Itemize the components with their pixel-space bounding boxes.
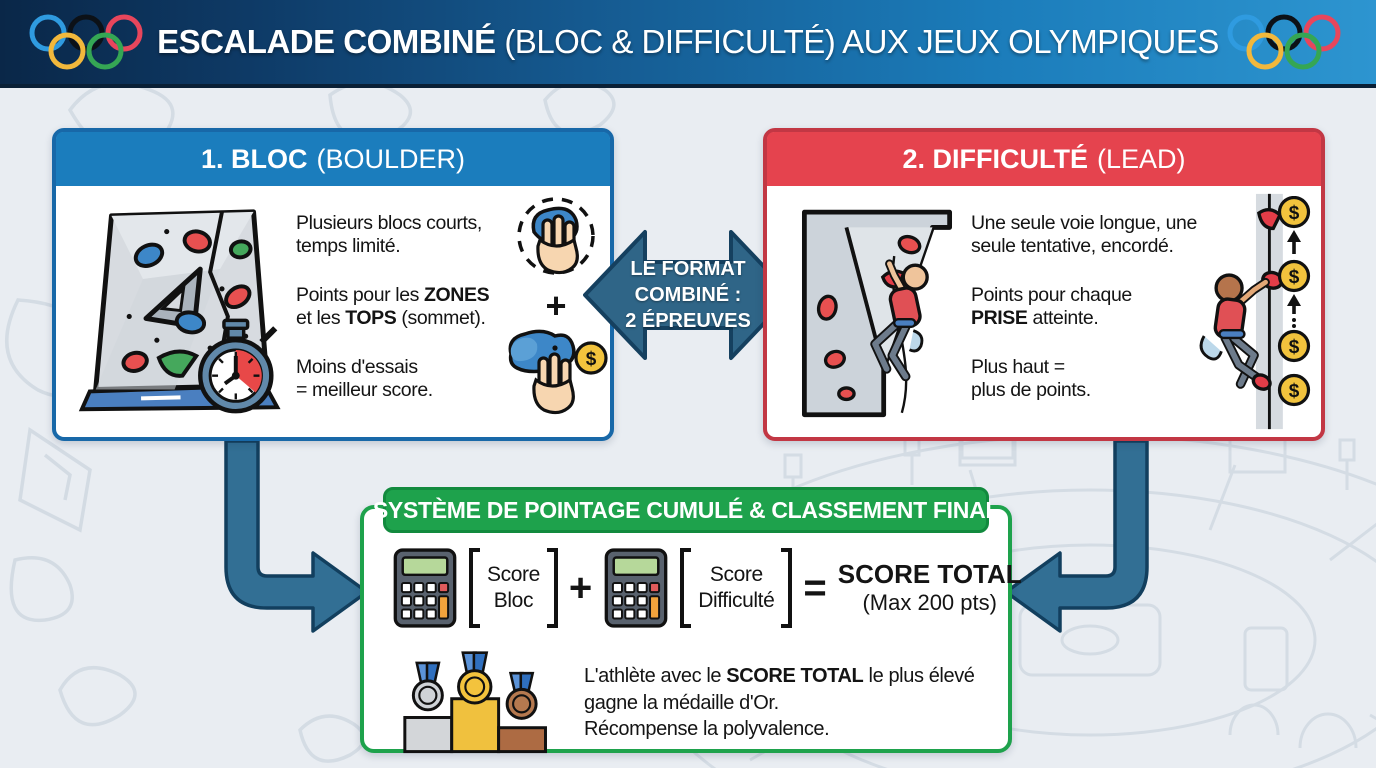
page-title: ESCALADE COMBINÉ (BLOC & DIFFICULTÉ) AUX…	[152, 23, 1224, 61]
svg-text:$: $	[1289, 203, 1300, 224]
dollar-coin-icon: $	[1277, 373, 1311, 407]
plus-sign: +	[545, 285, 567, 326]
svg-text:$: $	[1289, 381, 1300, 402]
calculator-icon	[393, 548, 457, 628]
combined-format-label: LE FORMAT COMBINÉ : 2 ÉPREUVES	[625, 258, 751, 332]
calculator-icon	[604, 548, 668, 628]
score-difficulte-term: Score Difficulté	[680, 548, 793, 628]
climber-figure	[870, 259, 929, 382]
bracket-right	[546, 548, 558, 628]
lead-card-text: Une seule voie longue, une seule tentati…	[971, 212, 1197, 402]
medals-podium-icon	[403, 651, 547, 754]
coins-ladder-icon: $ $ $ $	[1277, 196, 1311, 407]
gold-medal-icon	[457, 651, 493, 705]
lead-point-2: Points pour chaque PRISE atteinte.	[971, 283, 1132, 330]
bloc-point-1: Plusieurs blocs courts, temps limité.	[296, 212, 482, 258]
stopwatch-icon	[198, 318, 278, 414]
arrow-up-dotted-icon	[1287, 294, 1301, 328]
lead-point-3: Plus haut = plus de points.	[971, 355, 1091, 401]
rope-climber-icon	[1199, 193, 1284, 430]
lead-to-score-arrow	[1004, 441, 1149, 633]
equals-sign: =	[803, 566, 827, 610]
lead-card: 2. DIFFICULTÉ (LEAD)	[763, 128, 1325, 441]
bloc-card-text: Plusieurs blocs courts, temps limité. Po…	[296, 212, 490, 402]
olympic-rings-icon	[29, 14, 143, 70]
hand-zone-hold-icon	[517, 197, 595, 275]
bloc-card-title-number: 1. BLOC	[200, 143, 308, 174]
lead-wall-climber-icon	[801, 209, 953, 418]
lead-card-title: 2. DIFFICULTÉ (LEAD)	[767, 132, 1321, 186]
svg-text:$: $	[586, 349, 597, 370]
bloc-card-body: Plusieurs blocs courts, temps limité. Po…	[56, 186, 610, 437]
lead-card-body: Une seule voie longue, une seule tentati…	[767, 186, 1321, 437]
silver-medal-icon	[411, 661, 444, 712]
bloc-card: 1. BLOC (BOULDER)	[52, 128, 614, 441]
bloc-score-icons: + $	[500, 194, 612, 422]
score-total: SCORE TOTAL (Max 200 pts)	[837, 559, 1022, 616]
bronze-medal-icon	[505, 671, 538, 720]
hand-top-hold-coin-icon: $	[508, 329, 608, 415]
boulder-wall-stopwatch-icon	[78, 209, 281, 414]
dollar-coin-icon: $	[1277, 259, 1311, 293]
bloc-point-2: Points pour les ZONES et les TOPS (somme…	[296, 283, 490, 330]
page-title-bold: ESCALADE COMBINÉ	[157, 23, 496, 60]
lead-card-title-subtitle: (LEAD)	[1096, 143, 1186, 174]
plus-sign: +	[568, 566, 593, 610]
dollar-coin-icon: $	[1277, 196, 1311, 229]
arrow-up-icon	[1287, 230, 1301, 254]
bracket-right	[781, 548, 793, 628]
dollar-coin-icon: $	[1277, 329, 1311, 363]
bloc-card-title-subtitle: (BOULDER)	[316, 143, 466, 174]
lead-card-title-number: 2. DIFFICULTÉ	[902, 143, 1088, 174]
bloc-card-title: 1. BLOC (BOULDER)	[56, 132, 610, 186]
dollar-coin-icon: $	[574, 341, 608, 375]
bracket-left	[680, 548, 692, 628]
combined-format-arrow: LE FORMAT COMBINÉ : 2 ÉPREUVES	[583, 222, 793, 368]
page-title-rest: (BLOC & DIFFICULTÉ) AUX JEUX OLYMPIQUES	[504, 23, 1219, 60]
svg-text:$: $	[1289, 337, 1300, 358]
final-ranking-text: L'athlète avec le SCORE TOTAL le plus él…	[584, 665, 975, 741]
olympic-rings-icon	[1227, 14, 1341, 70]
lead-point-1: Une seule voie longue, une seule tentati…	[971, 212, 1197, 258]
score-system-title: SYSTÈME DE POINTAGE CUMULÉ & CLASSEMENT …	[373, 487, 999, 533]
header-bar: ESCALADE COMBINÉ (BLOC & DIFFICULTÉ) AUX…	[0, 0, 1376, 88]
score-system-box: SYSTÈME DE POINTAGE CUMULÉ & CLASSEMENT …	[360, 487, 1022, 755]
bracket-left	[469, 548, 480, 628]
score-formula: Score Bloc + Score	[392, 545, 1022, 631]
svg-text:$: $	[1289, 267, 1300, 288]
final-ranking: L'athlète avec le SCORE TOTAL le plus él…	[398, 651, 975, 755]
climber-figure	[1199, 273, 1272, 391]
score-bloc-term: Score Bloc	[469, 548, 558, 628]
bloc-point-3: Moins d'essais = meilleur score.	[296, 355, 433, 401]
bloc-to-score-arrow	[224, 441, 369, 633]
